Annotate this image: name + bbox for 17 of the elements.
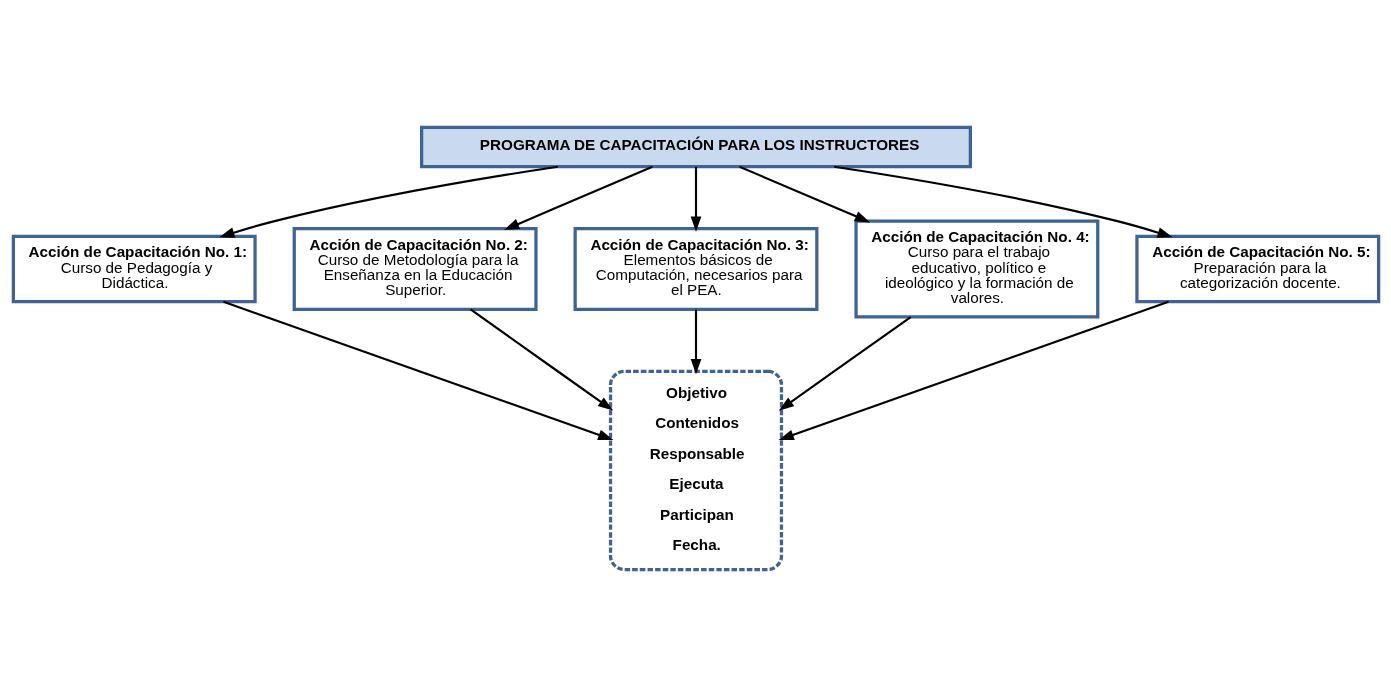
node-box: Acción de Capacitación No. 1: Curso de Pedagogía y Didáctica. [11, 234, 257, 303]
arrow [738, 165, 870, 222]
arrow [778, 300, 1169, 440]
arrow [778, 315, 911, 411]
node-box: Acción de Capacitación No. 2: Curso de Metodología para la Enseñanza en la Educación Superior. [292, 226, 538, 311]
arrow [833, 165, 1173, 238]
arrow [469, 308, 613, 411]
arrow [222, 300, 613, 440]
node-box: PROGRAMA DE CAPACITACIÓN PARA LOS INSTRUCTORES [419, 125, 972, 168]
node-box: Acción de Capacitación No. 3: Elementos básicos de Computación, necesarios para el PEA. [573, 226, 818, 311]
node-box: Acción de Capacitación No. 4: Curso para el trabajo educativo, político e ideológico y la formación de valores. [853, 219, 1099, 319]
node-box: Objetivo Contenidos Responsable Ejecuta Participan Fecha. [608, 369, 783, 571]
arrow [690, 166, 701, 232]
arrow [690, 308, 701, 374]
arrow [218, 165, 558, 238]
node-box: Acción de Capacitación No. 5: Preparación para la categorización docente. [1134, 234, 1380, 303]
arrow [503, 165, 653, 230]
